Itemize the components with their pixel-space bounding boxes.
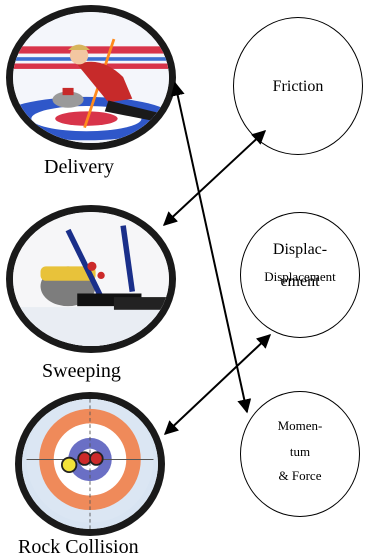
delivery-image [6,5,176,150]
displacement-node: Displac- ement Displacement [240,212,360,338]
displacement-label-line2: ement [280,273,320,290]
sweeping-image [6,205,176,353]
collision-image [15,392,165,536]
collision-caption: Rock Collision [18,536,139,558]
momentum-line3: & Force [278,468,322,483]
momentum-line2: tum [289,444,311,459]
momentum-node: Momen- tum & Force [240,391,360,517]
displacement-label-line1: Displac- [272,241,328,258]
delivery-caption: Delivery [44,156,114,178]
arrow-delivery-momentum [170,81,252,414]
displacement-overlay-label: Displacement [264,269,336,284]
friction-label: Friction [272,78,324,95]
arrow-sweeping-friction [162,130,267,226]
friction-node: Friction [233,17,363,155]
sweeping-caption: Sweeping [42,360,121,382]
momentum-line1: Momen- [277,418,323,433]
